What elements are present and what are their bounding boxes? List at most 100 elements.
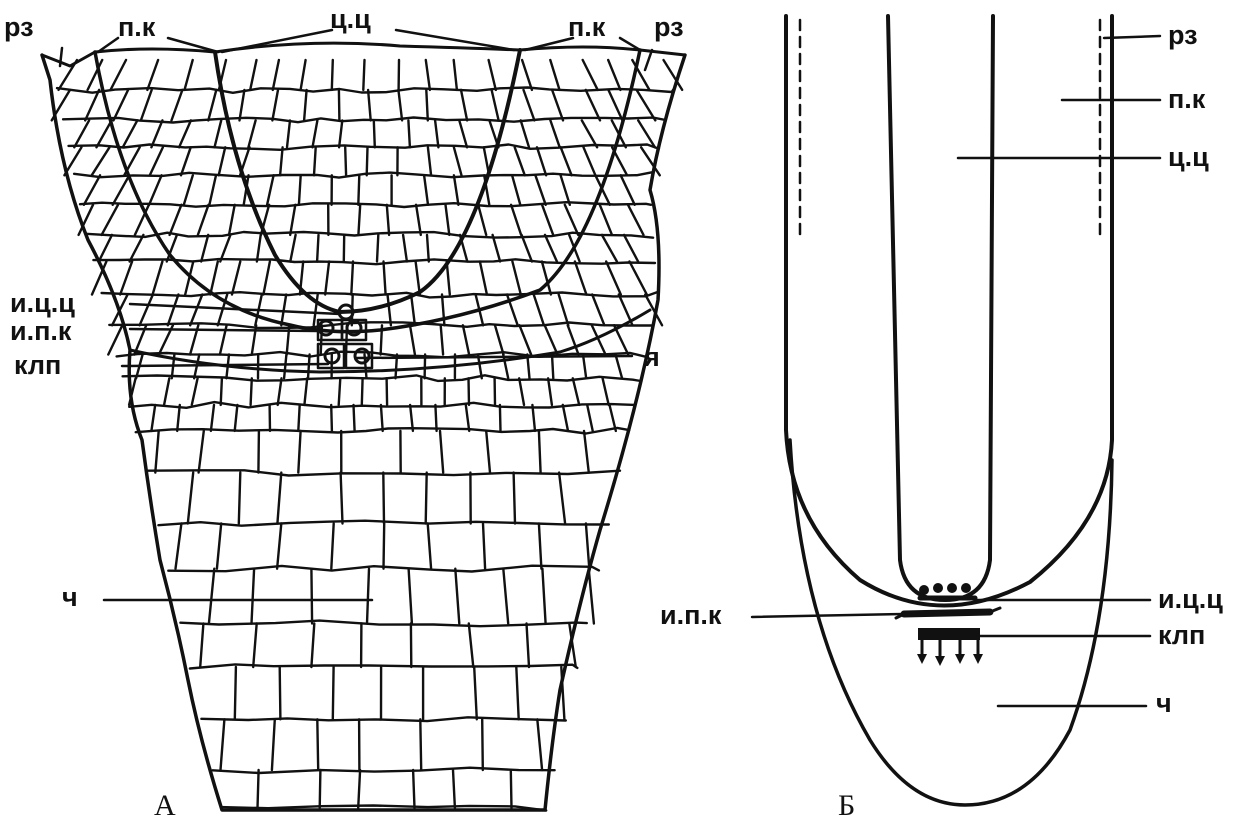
cell-wall xyxy=(249,377,253,407)
cell-wall xyxy=(259,203,271,237)
cell-wall xyxy=(311,119,319,149)
nucleus xyxy=(317,319,335,337)
cell-wall xyxy=(90,260,108,296)
cell-wall xyxy=(111,174,131,206)
cell-wall xyxy=(207,88,218,122)
cell-wall xyxy=(127,377,137,407)
cell-wall xyxy=(487,58,497,92)
cell-wall xyxy=(216,293,229,327)
cell-wall xyxy=(474,293,485,327)
cell-wall xyxy=(587,567,596,625)
cell-wall xyxy=(407,119,412,149)
cell-wall xyxy=(179,619,588,628)
cell-wall xyxy=(154,429,160,474)
cell-wall xyxy=(467,622,475,669)
cell-wall xyxy=(151,260,164,296)
panel-b-initials xyxy=(894,583,1002,666)
cell-wall xyxy=(617,293,634,327)
initial-ipk-band xyxy=(900,608,994,618)
cell-wall xyxy=(382,522,386,570)
cell-wall xyxy=(150,119,164,149)
cell-wall xyxy=(344,146,348,177)
cell-wall xyxy=(573,260,588,296)
cell-wall xyxy=(619,174,636,206)
panel-b-leader-lines xyxy=(750,34,1162,708)
cell-wall xyxy=(90,146,111,177)
cell-wall xyxy=(628,260,648,296)
cell-wall xyxy=(147,174,163,206)
cell-wall xyxy=(276,377,283,407)
cell-wall xyxy=(598,203,614,237)
cell-wall xyxy=(337,119,344,149)
cell-wall xyxy=(337,88,341,122)
cell-wall xyxy=(452,146,463,177)
cell-wall xyxy=(282,353,288,380)
cell-wall xyxy=(217,58,228,92)
cell-wall xyxy=(419,718,423,772)
cell-wall xyxy=(425,233,430,263)
cell-wall xyxy=(200,233,210,263)
cell-wall xyxy=(219,377,224,407)
cell-wall xyxy=(238,146,251,177)
caption-a: А xyxy=(154,789,176,822)
cell-wall xyxy=(382,260,387,296)
cell-wall xyxy=(250,567,256,625)
cell-wall xyxy=(207,567,216,625)
cell-wall xyxy=(271,88,280,122)
cell-wall xyxy=(184,260,195,296)
label-pk-b: п.к xyxy=(1168,84,1206,114)
cell-wall xyxy=(536,718,544,772)
label-ipk: и.п.к xyxy=(10,316,72,346)
cell-wall xyxy=(67,143,661,151)
cell-wall xyxy=(560,665,566,721)
cell-wall xyxy=(372,119,376,149)
cell-wall xyxy=(121,374,642,383)
cell-wall xyxy=(148,146,165,177)
cell-wall xyxy=(225,353,231,380)
cell-wall xyxy=(490,88,500,122)
cell-wall xyxy=(217,146,227,177)
label-ipk-b: и.п.к xyxy=(660,600,722,630)
cell-wall xyxy=(138,293,155,327)
cell-wall xyxy=(601,377,610,407)
cell-wall xyxy=(139,88,153,122)
cell-wall xyxy=(607,58,622,92)
cell-wall xyxy=(459,88,469,122)
cell-wall xyxy=(100,203,120,237)
cell-wall xyxy=(219,804,548,812)
cell-wall xyxy=(407,567,414,625)
cell-wall xyxy=(219,718,226,772)
cell-wall xyxy=(78,201,653,209)
cell-wall xyxy=(107,324,124,356)
cell-wall xyxy=(84,88,101,122)
panel-a-leader-lines xyxy=(58,28,654,602)
cell-wall xyxy=(426,522,433,570)
cell-wall xyxy=(72,171,654,179)
cell-wall xyxy=(540,260,553,296)
cell-wall xyxy=(95,119,113,149)
cell-wall xyxy=(426,146,433,177)
cell-wall xyxy=(237,471,242,525)
cell-wall xyxy=(310,567,314,625)
cell-wall xyxy=(543,233,559,263)
initial-cell xyxy=(316,342,346,370)
cell-wall xyxy=(481,522,487,570)
cell-wall xyxy=(318,768,322,810)
cell-wall xyxy=(414,203,422,237)
cell-wall xyxy=(549,119,561,149)
cell-wall xyxy=(146,469,622,477)
cell-wall xyxy=(337,377,342,407)
cell-wall xyxy=(397,88,404,122)
cell-wall xyxy=(612,324,630,356)
cell-wall xyxy=(502,567,510,625)
cell-wall xyxy=(375,233,380,263)
cell-wall xyxy=(440,293,446,327)
cell-wall xyxy=(270,718,276,772)
cell-wall xyxy=(515,665,520,721)
cell-wall xyxy=(177,119,193,149)
cell-wall xyxy=(644,293,664,327)
cell-wall xyxy=(165,233,179,263)
cell-wall xyxy=(330,522,335,570)
cell-wall xyxy=(622,233,640,263)
